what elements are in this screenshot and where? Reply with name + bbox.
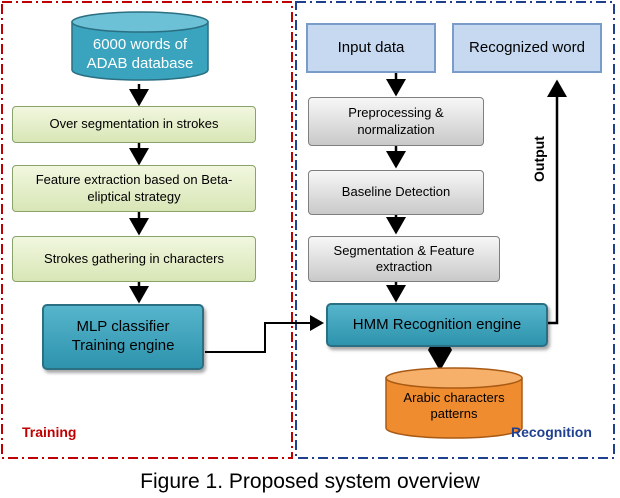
training-label: Training	[22, 424, 77, 440]
recognized-word-box: Recognized word	[452, 23, 602, 73]
step-preprocessing: Preprocessing & normalization	[308, 97, 484, 146]
patterns-label: Arabic characters patterns	[403, 389, 505, 421]
arrow-mlp-to-hmm	[205, 315, 324, 353]
step-over-segmentation: Over segmentation in strokes	[12, 106, 256, 143]
step-baseline-detection: Baseline Detection	[308, 170, 484, 215]
database-label: 6000 words of ADAB database	[86, 36, 194, 72]
output-label: Output	[531, 136, 547, 182]
arrow-output	[547, 79, 567, 325]
step-feature-extraction: Feature extraction based on Beta-eliptic…	[12, 165, 256, 212]
training-region	[1, 1, 293, 459]
input-data-box: Input data	[306, 23, 436, 73]
figure-number: Figure 1	[140, 470, 218, 493]
step-segmentation-feature: Segmentation & Feature extraction	[308, 236, 500, 282]
hmm-engine: HMM Recognition engine	[326, 303, 548, 347]
mlp-classifier: MLP classifier Training engine	[42, 304, 204, 370]
figure-title: . Proposed system overview	[217, 470, 480, 493]
figure-caption: Figure 1. Proposed system overview	[0, 470, 620, 494]
recognition-label: Recognition	[511, 424, 592, 440]
recognition-region	[295, 1, 615, 459]
step-strokes-gathering: Strokes gathering in characters	[12, 236, 256, 282]
patterns-cylinder	[385, 367, 523, 439]
database-cylinder	[71, 11, 209, 81]
